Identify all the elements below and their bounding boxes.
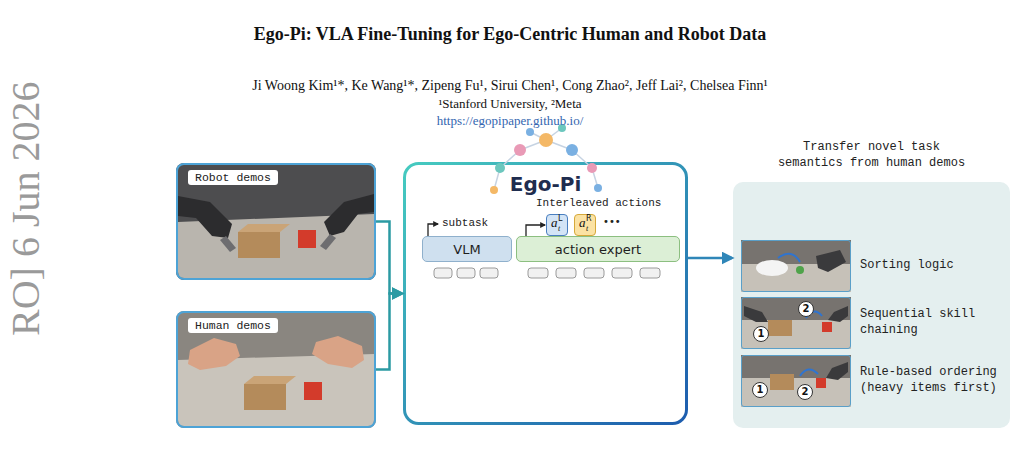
panel-tag: Robot demos bbox=[188, 170, 278, 185]
paper-affiliations: ¹Stanford University, ²Meta bbox=[0, 96, 1020, 112]
panel-heading: Transfer novel task semantics from human… bbox=[733, 140, 1010, 171]
project-url: https://egopipaper.github.io/ bbox=[0, 113, 1020, 129]
arxiv-stamp: RO] 6 Jun 2026 bbox=[6, 82, 46, 336]
robot-photo bbox=[176, 163, 376, 280]
example-caption: Sequential skill chaining bbox=[860, 307, 1006, 338]
callout-number: 1 bbox=[752, 382, 768, 398]
flow-arrow bbox=[688, 257, 732, 260]
demo-panel: Human demos bbox=[176, 311, 376, 428]
result-panel bbox=[733, 182, 1010, 428]
ellipsis-mark: ••• bbox=[603, 216, 621, 227]
box-label: VLM bbox=[453, 242, 480, 257]
action-superscript: L bbox=[558, 215, 562, 223]
vlm-box: VLM bbox=[422, 236, 512, 262]
action-symbol: a bbox=[551, 216, 558, 229]
paper-authors: Ji Woong Kim¹*, Ke Wang¹*, Zipeng Fu¹, S… bbox=[0, 78, 1020, 94]
flow-arrow bbox=[376, 294, 402, 370]
callout-number: 1 bbox=[753, 326, 769, 342]
paper-title: Ego-Pi: VLA Fine-Tuning for Ego-Centric … bbox=[0, 24, 1020, 45]
action-token: aLt bbox=[546, 214, 568, 236]
human-photo bbox=[176, 311, 376, 428]
callout-number: 2 bbox=[798, 301, 814, 317]
action-expert-box: action expert bbox=[516, 236, 680, 262]
action-subscript: t bbox=[558, 225, 560, 233]
demo-panel: Robot demos bbox=[176, 163, 376, 280]
result-panel: Transfer novel task semantics from human… bbox=[733, 182, 1010, 428]
action-token: aRt bbox=[574, 214, 596, 236]
flow-label: subtask bbox=[442, 217, 488, 229]
flow-label: Interleaved actions bbox=[536, 197, 661, 209]
flow-arrow bbox=[526, 225, 545, 236]
action-symbol: a bbox=[579, 216, 586, 229]
box-label: action expert bbox=[555, 242, 641, 257]
action-superscript: R bbox=[586, 215, 592, 223]
panel-tag: Human demos bbox=[188, 318, 278, 333]
logo-text: Ego-Pi bbox=[510, 172, 582, 196]
example-caption: Sorting logic bbox=[860, 258, 1006, 274]
model-box bbox=[405, 124, 687, 424]
callout-number: 2 bbox=[797, 384, 813, 400]
flow-arrow bbox=[376, 222, 402, 294]
example-thumbnail: Sorting logic bbox=[741, 240, 851, 292]
action-subscript: t bbox=[586, 225, 588, 233]
example-thumbnail: Rule-based ordering (heavy items first) bbox=[741, 355, 851, 407]
example-caption: Rule-based ordering (heavy items first) bbox=[860, 365, 1006, 396]
